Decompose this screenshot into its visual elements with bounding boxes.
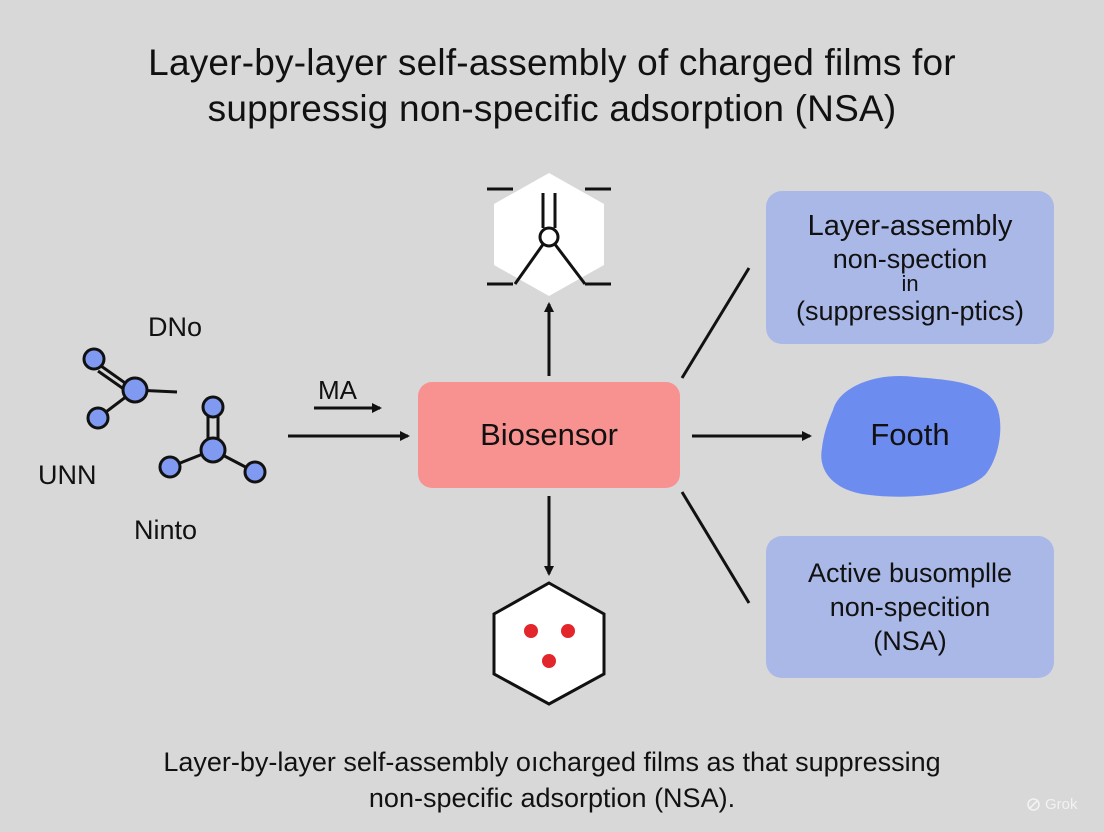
card1-line-2: non-spection bbox=[832, 243, 988, 274]
title-line-1: Layer-by-layer self-assembly of charged … bbox=[148, 42, 956, 83]
label-ma: MA bbox=[318, 375, 357, 405]
watermark: Grok bbox=[1026, 796, 1078, 813]
label-ninto: Ninto bbox=[134, 515, 198, 545]
card1-line-3: in bbox=[901, 270, 919, 296]
card1-line-1: Layer-assembly bbox=[807, 209, 1013, 242]
arrows bbox=[288, 267, 812, 604]
biosensor-label: Biosensor bbox=[480, 417, 618, 452]
caption-line-2: non-specific adsorption (NSA). bbox=[368, 783, 736, 813]
hexagon-structure-icon bbox=[487, 173, 611, 296]
card-active: Active busomplle non-specition (NSA) bbox=[766, 536, 1054, 678]
label-dno: DNo bbox=[148, 312, 203, 342]
cloud-shape bbox=[821, 375, 1001, 497]
card2-line-3: (NSA) bbox=[873, 626, 947, 656]
grok-logo-icon bbox=[1027, 798, 1040, 811]
caption-line-1: Layer-by-layer self-assembly oıcharged f… bbox=[163, 747, 941, 777]
molecule-icon-2 bbox=[158, 395, 267, 484]
label-unn: UNN bbox=[38, 460, 97, 490]
connector-bottom-right bbox=[680, 491, 751, 604]
blob-label: Footh bbox=[870, 417, 950, 452]
watermark-text: Grok bbox=[1045, 796, 1078, 813]
connector-top-right bbox=[680, 267, 751, 379]
title-line-2: suppressig non-specific adsorption (NSA) bbox=[207, 88, 897, 129]
diagram-caption: Layer-by-layer self-assembly oıcharged f… bbox=[40, 744, 1064, 816]
card2-line-2: non-specition bbox=[829, 592, 991, 622]
card-layer-assembly: Layer-assembly non-spection in (suppress… bbox=[766, 191, 1054, 344]
card2-line-1: Active busomplle bbox=[807, 558, 1013, 588]
molecule-icon-1 bbox=[82, 347, 178, 430]
card1-line-4: (suppressign-ptics) bbox=[795, 295, 1025, 326]
hexagon-dots-icon bbox=[492, 581, 606, 706]
biosensor-box: Biosensor bbox=[418, 382, 680, 488]
diagram-title: Layer-by-layer self-assembly of charged … bbox=[40, 40, 1064, 132]
